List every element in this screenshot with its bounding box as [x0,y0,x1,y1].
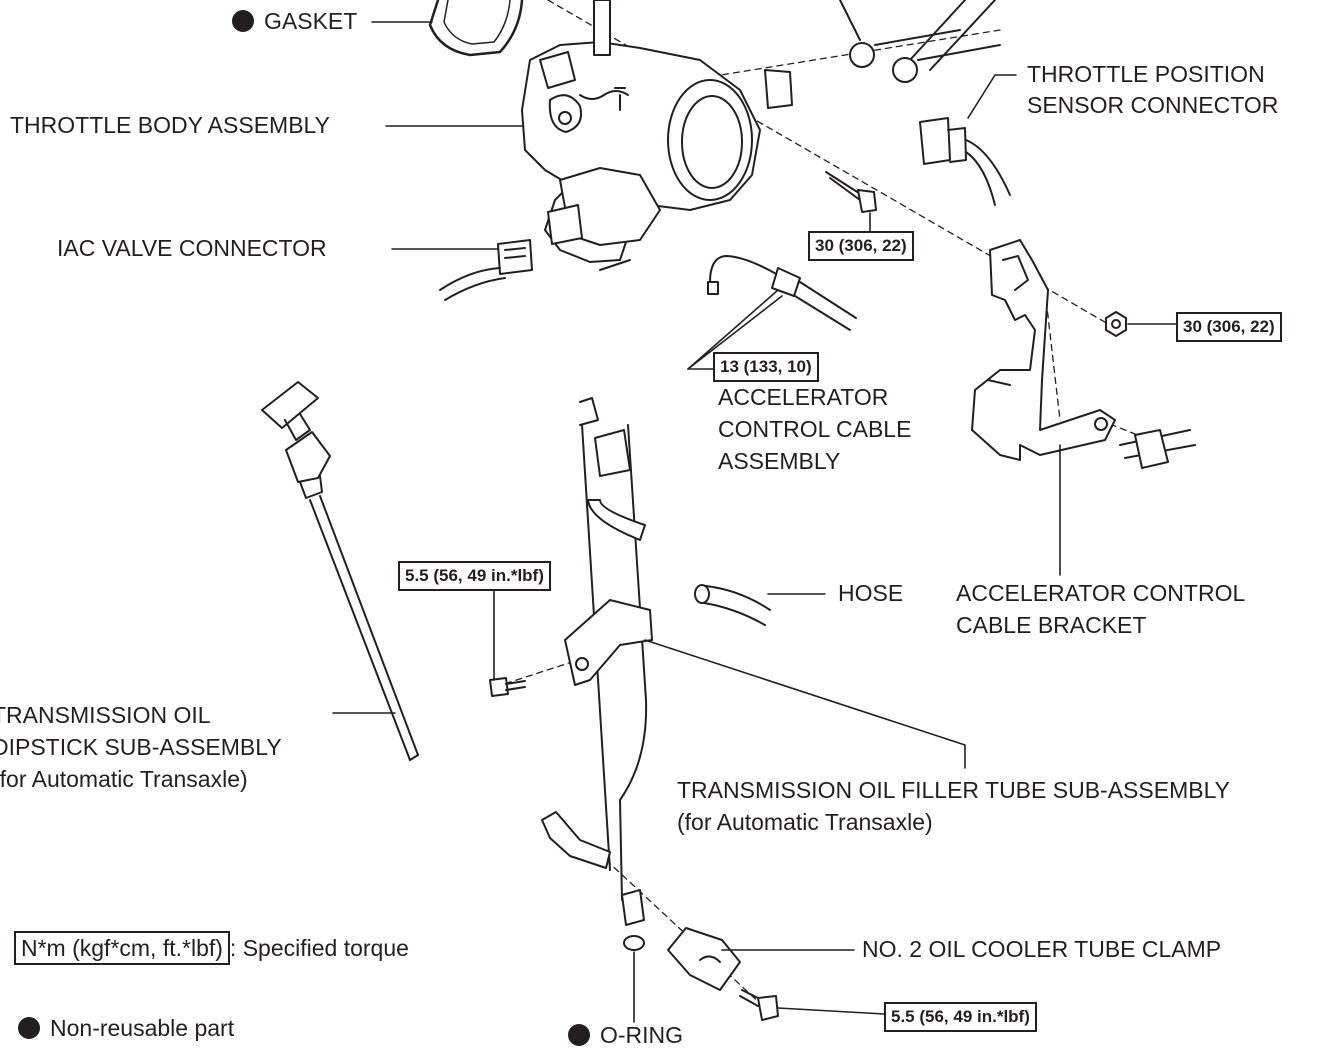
nonreusable-marker-icon [232,10,254,32]
accelerator-bracket-label-line2: CABLE BRACKET [956,612,1147,638]
throttle-body-label: THROTTLE BODY ASSEMBLY [10,112,330,138]
nonreusable-marker-icon [18,1017,40,1039]
filler-tube-label-line2: (for Automatic Transaxle) [677,809,933,835]
accelerator-bracket-label-line1: ACCELERATOR CONTROL [956,580,1246,606]
dipstick-part [261,381,419,761]
leader-lines [332,21,1177,1023]
dipstick-label-line2: DIPSTICK SUB-ASSEMBLY [0,734,282,760]
torque-bracket-nut: 30 (306, 22) [1176,312,1282,342]
accelerator-bracket-part [971,239,1116,461]
hose-label: HOSE [838,580,904,606]
bracket-nut-part [1105,311,1127,337]
iac-connector-part [439,239,533,301]
torque-legend-text: : Specified torque [229,935,409,961]
torque-filler-bolt: 5.5 (56, 49 in.*lbf) [398,561,551,591]
dipstick-label-line3: (for Automatic Transaxle) [0,766,248,792]
throttle-bolt-part [825,171,877,213]
o-ring-label: O-RING [568,1020,683,1051]
tps-connector-label-line2: SENSOR CONNECTOR [1027,92,1279,118]
nonreusable-legend: Non-reusable part [18,1013,234,1044]
right-cable-part [1119,429,1196,469]
iac-connector-label: IAC VALVE CONNECTOR [57,235,327,261]
gasket-label: GASKET [232,6,357,37]
hose-part [694,584,771,626]
accelerator-cable-label-line2: CONTROL CABLE [718,416,912,442]
filler-tube-part [541,397,653,926]
oil-cooler-clamp-part [667,927,741,991]
torque-legend: N*m (kgf*cm, ft.*lbf): Specified torque [14,931,409,965]
filler-tube-label-line1: TRANSMISSION OIL FILLER TUBE SUB-ASSEMBL… [677,777,1230,803]
torque-clamp-bolt: 5.5 (56, 49 in.*lbf) [884,1002,1037,1032]
clamp-label: NO. 2 OIL COOLER TUBE CLAMP [862,936,1222,962]
accelerator-cable-label-line3: ASSEMBLY [718,448,841,474]
clamp-bolt-part [739,989,779,1021]
top-hoses-part [839,0,1001,83]
throttle-body-part [521,0,793,271]
filler-bolt-part [489,677,526,697]
torque-legend-box: N*m (kgf*cm, ft.*lbf) [14,931,230,965]
torque-cable-nut: 13 (133, 10) [713,352,819,382]
accelerator-cable-label-line1: ACCELERATOR [718,384,889,410]
tps-connector-part [919,117,1011,206]
accelerator-cable-part [707,255,857,331]
gasket-part [428,0,524,57]
nonreusable-marker-icon [568,1024,590,1046]
dipstick-label-line1: TRANSMISSION OIL [0,702,211,728]
tps-connector-label-line1: THROTTLE POSITION [1027,61,1265,87]
torque-throttle-bolt: 30 (306, 22) [808,231,914,261]
o-ring-part [623,935,645,951]
